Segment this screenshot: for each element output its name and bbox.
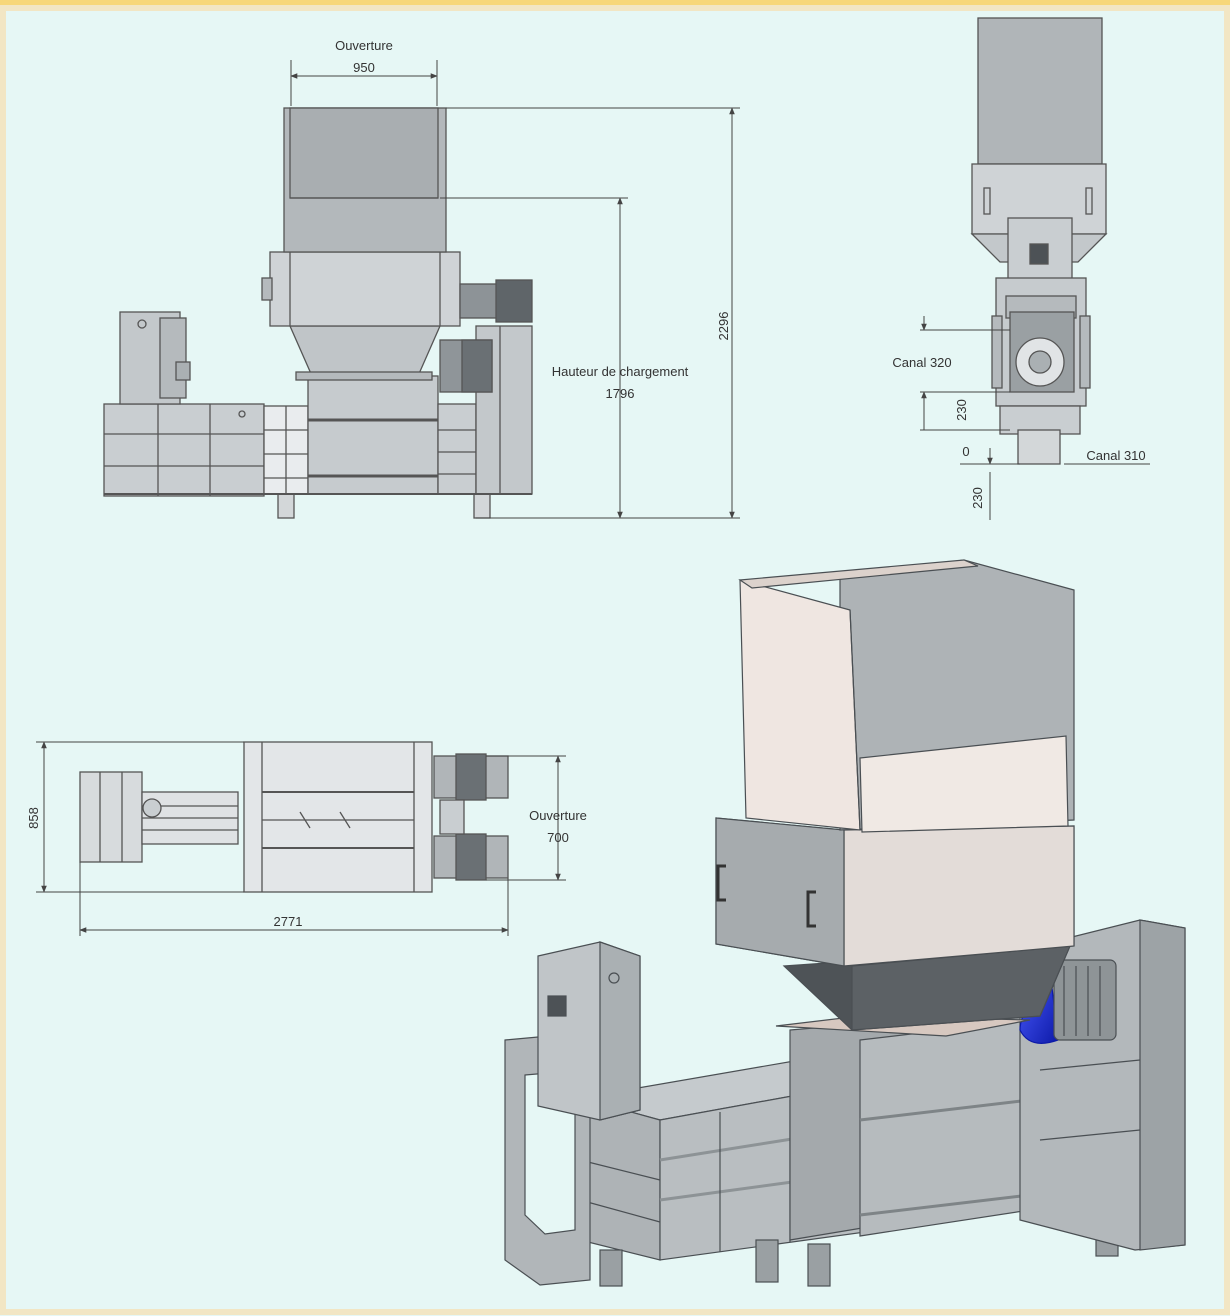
top-chamber xyxy=(243,741,433,893)
total-height-value: 2296 xyxy=(716,312,731,341)
top-opening-value: 700 xyxy=(547,830,569,845)
hopper-collar xyxy=(269,251,461,327)
top-view-dimensions xyxy=(36,741,566,936)
isometric-view xyxy=(504,559,1186,1287)
iso-hopper-front-panel xyxy=(859,735,1069,833)
iso-motor-body xyxy=(1053,959,1117,1041)
iso-chamber-front xyxy=(579,1097,661,1261)
opening-label: Ouverture xyxy=(335,38,393,53)
feed-box xyxy=(307,375,439,495)
side-view-dimensions xyxy=(290,60,740,519)
sheet-frame xyxy=(0,5,1230,1315)
opening-value: 950 xyxy=(353,60,375,75)
end-view-dimensions xyxy=(920,316,1150,520)
top-pusher xyxy=(79,771,143,863)
end-hopper xyxy=(977,17,1103,165)
iso-hopper-left-panel xyxy=(739,579,861,831)
hopper-throat xyxy=(289,325,441,377)
loading-height-value: 1796 xyxy=(606,386,635,401)
baler-chamber xyxy=(103,403,265,497)
end-view xyxy=(970,17,1108,465)
length-value: 2771 xyxy=(274,914,303,929)
top-view xyxy=(79,741,509,893)
side-view xyxy=(103,107,533,519)
top-band xyxy=(0,0,1230,8)
end-dim-upper: 230 xyxy=(954,399,969,421)
end-dim-zero: 0 xyxy=(962,444,969,459)
top-opening-label: Ouverture xyxy=(529,808,587,823)
loading-height-label: Hauteur de chargement xyxy=(552,364,689,379)
channel-bottom-label: Canal 310 xyxy=(1086,448,1145,463)
end-dim-lower: 230 xyxy=(970,487,985,509)
width-value: 858 xyxy=(26,807,41,829)
channel-top-label: Canal 320 xyxy=(892,355,951,370)
